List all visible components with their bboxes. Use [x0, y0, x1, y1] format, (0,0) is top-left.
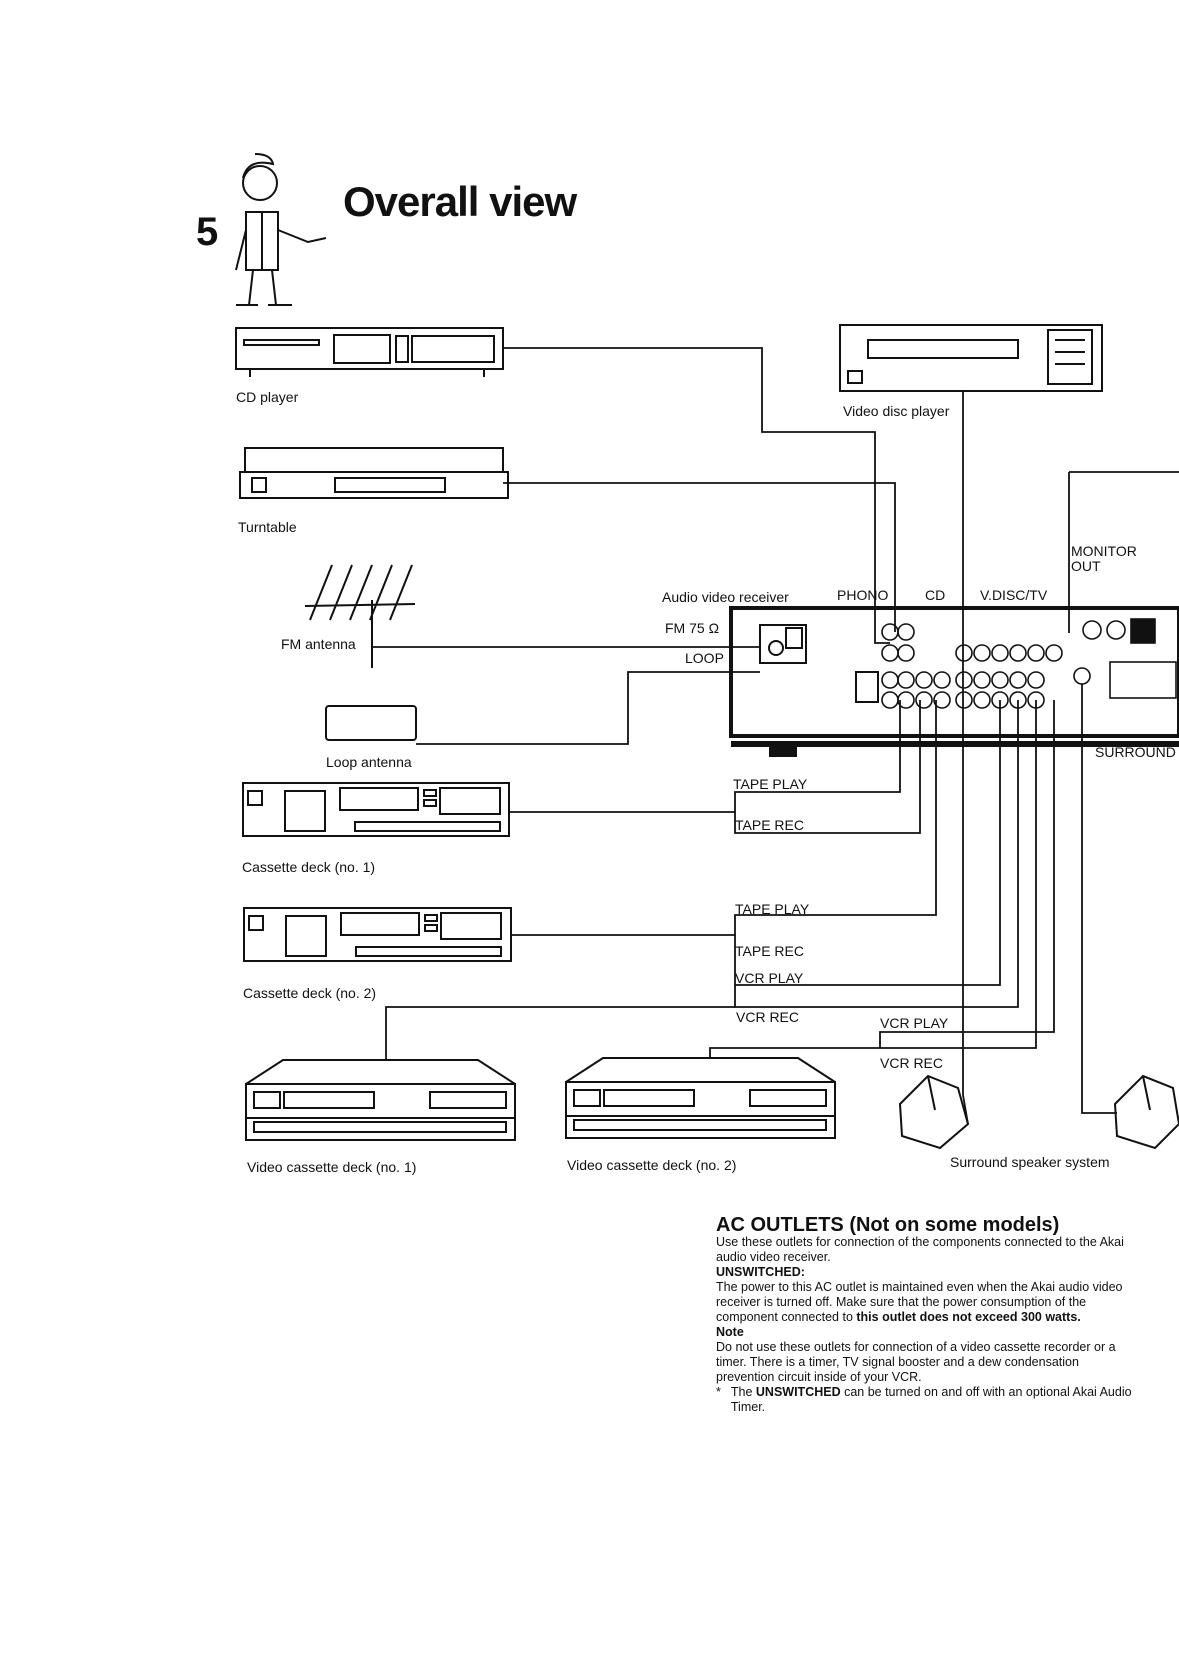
vcr-play-2-label: VCR PLAY: [880, 1015, 949, 1031]
unswitched-paragraph: The power to this AC outlet is maintaine…: [716, 1280, 1136, 1325]
loop-antenna-icon: [325, 705, 417, 741]
note-text: Do not use these outlets for connection …: [716, 1340, 1116, 1384]
fm-antenna-label: FM antenna: [281, 636, 356, 652]
unswitched-heading: UNSWITCHED:: [716, 1265, 805, 1279]
unswitched-bullet: * The UNSWITCHED can be turned on and of…: [716, 1385, 1136, 1415]
receiver-label: Audio video receiver: [662, 589, 789, 605]
turntable-label: Turntable: [238, 519, 297, 535]
vdisc-tv-label: V.DISC/TV: [980, 587, 1048, 603]
cd-player-icon: [235, 327, 504, 377]
loop-antenna-label: Loop antenna: [326, 754, 412, 770]
video-cassette-deck-2-label: Video cassette deck (no. 2): [567, 1157, 737, 1173]
video-cassette-deck-1-label: Video cassette deck (no. 1): [247, 1159, 417, 1175]
page-number: 5: [196, 210, 219, 254]
cassette-deck-2-icon: [243, 907, 512, 962]
vcr-rec-1-label: VCR REC: [736, 1009, 800, 1025]
video-disc-player-label: Video disc player: [843, 403, 950, 419]
fm-antenna-icon: [304, 564, 416, 668]
bullet-mark: *: [716, 1385, 721, 1399]
monitor-out-label-1: MONITOR: [1071, 543, 1137, 559]
bullet-text: The UNSWITCHED can be turned on and off …: [731, 1385, 1136, 1415]
video-cassette-deck-2-icon: [565, 1057, 836, 1139]
tape-play-2-label: TAPE PLAY: [735, 901, 810, 917]
turntable-icon: [239, 447, 509, 499]
cd-input-label: CD: [925, 587, 946, 603]
cassette-deck-2-label: Cassette deck (no. 2): [243, 985, 377, 1001]
unswitched-text: The power to this AC outlet is maintaine…: [716, 1280, 1123, 1324]
unswitched-bold: this outlet does not exceed 300 watts.: [856, 1310, 1081, 1324]
loop-label: LOOP: [685, 650, 724, 666]
surround-label: SURROUND: [1095, 744, 1176, 760]
bullet-bold: UNSWITCHED: [755, 1385, 841, 1399]
ac-outlets-section: AC OUTLETS (Not on some models) Use thes…: [716, 1214, 1136, 1415]
cassette-deck-1-icon: [242, 782, 510, 837]
mascot-illustration: [235, 153, 327, 306]
receiver-jacks: [881, 618, 1177, 709]
video-disc-player-icon: [839, 324, 1103, 392]
note-heading: Note: [716, 1325, 744, 1339]
fm75-label: FM 75 Ω: [665, 620, 720, 636]
audio-video-receiver-icon: [729, 606, 1179, 757]
vcr-play-1-label: VCR PLAY: [735, 970, 804, 986]
ac-outlets-heading: AC OUTLETS (Not on some models): [716, 1214, 1060, 1236]
tape-rec-2-label: TAPE REC: [735, 943, 804, 959]
bullet-pre: The: [730, 1385, 756, 1399]
ac-outlets-intro: Use these outlets for connection of the …: [716, 1235, 1124, 1264]
connection-wires: [372, 347, 1179, 1125]
tape-play-1-label: TAPE PLAY: [733, 776, 808, 792]
surround-speaker-right-icon: [1113, 1074, 1179, 1150]
surround-speaker-label: Surround speaker system: [950, 1154, 1110, 1170]
tape-rec-1-label: TAPE REC: [735, 817, 804, 833]
cassette-deck-1-label: Cassette deck (no. 1): [242, 859, 376, 875]
monitor-out-label-2: OUT: [1071, 558, 1101, 574]
video-cassette-deck-1-icon: [245, 1059, 516, 1141]
cd-player-label: CD player: [236, 389, 299, 405]
surround-speaker-left-icon: [898, 1074, 970, 1150]
bullet-post: can be turned on and off with an optiona…: [730, 1385, 1132, 1414]
phono-label: PHONO: [837, 587, 889, 603]
vcr-rec-2-label: VCR REC: [880, 1055, 944, 1071]
page-title: Overall view: [343, 178, 577, 225]
